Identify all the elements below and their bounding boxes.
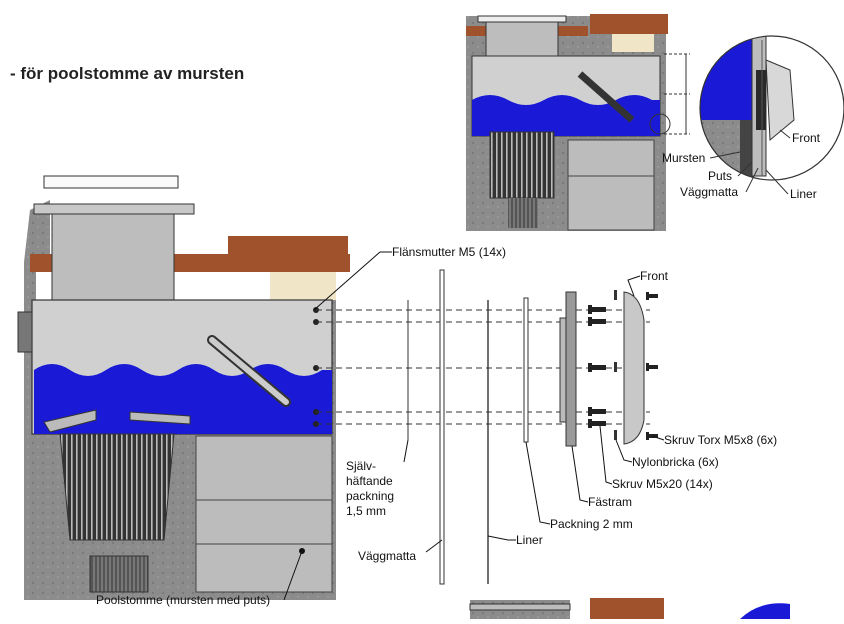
- part-front: [623, 291, 645, 445]
- top-view-skimmer: [466, 14, 690, 231]
- alignment-lines: [316, 309, 650, 425]
- main-sand: [270, 272, 336, 300]
- part-packning: [523, 297, 529, 443]
- label-sjalvhaftande-3: packning: [346, 489, 394, 503]
- detail-label-front: Front: [792, 131, 821, 145]
- bottom-partial-preview: [469, 598, 790, 619]
- part-nylonbricka: [614, 290, 617, 440]
- main-lid-rim: [33, 203, 195, 215]
- main-brick-right: [228, 236, 348, 272]
- detail-label-liner: Liner: [790, 187, 817, 201]
- top-view-brick: [590, 14, 668, 34]
- diagram-heading: - för poolstomme av mursten: [10, 64, 245, 83]
- label-sjalvhaftande-2: häftande: [346, 474, 393, 488]
- part-skruv-torx: [646, 292, 658, 440]
- label-nylonbricka: Nylonbricka (6x): [632, 455, 719, 469]
- top-view-lid: [485, 17, 559, 59]
- top-view-sand: [612, 34, 654, 52]
- main-basket: [59, 433, 175, 541]
- main-lid-cover: [43, 175, 179, 189]
- label-sjalvhaftande-4: 1,5 mm: [346, 504, 386, 518]
- detail-label-mursten: Mursten: [662, 151, 705, 165]
- label-skruv-torx: Skruv Torx M5x8 (6x): [664, 433, 777, 447]
- part-fastram: [565, 291, 577, 447]
- label-front: Front: [640, 269, 669, 283]
- part-skruvar-m5x20: [588, 305, 606, 428]
- detail-label-puts: Puts: [708, 169, 732, 183]
- leader-lines: [313, 251, 665, 553]
- top-view-basket: [489, 131, 555, 199]
- main-lid-neck: [51, 213, 175, 307]
- top-view-block: [567, 139, 655, 231]
- main-skimmer: [17, 175, 350, 601]
- label-poolstomme: Poolstomme (mursten med puts): [96, 593, 270, 607]
- label-skruv-m5x20: Skruv M5x20 (14x): [612, 477, 713, 491]
- part-vaggmatta: [439, 269, 445, 585]
- detail-zoom-view: Front Mursten Puts Väggmatta Liner: [662, 35, 844, 201]
- exploded-parts: [407, 269, 658, 585]
- top-view-detail-circle: [649, 113, 671, 135]
- label-liner: Liner: [516, 533, 543, 547]
- poolstomme-leader: [283, 550, 303, 601]
- detail-label-vaggmatta: Väggmatta: [680, 185, 738, 199]
- top-view-flap: [577, 71, 635, 123]
- label-packning: Packning 2 mm: [550, 517, 633, 531]
- label-sjalvhaftande-1: Själv-: [346, 459, 376, 473]
- main-outlet: [89, 555, 149, 593]
- label-flansmutter: Flänsmutter M5 (14x): [392, 245, 506, 259]
- label-vaggmatta: Väggmatta: [358, 549, 416, 563]
- top-view-outlet: [508, 198, 538, 228]
- main-block: [195, 435, 333, 593]
- top-view-lid-rim: [477, 15, 567, 23]
- main-side-port: [17, 311, 33, 353]
- label-fastram: Fästram: [588, 495, 632, 509]
